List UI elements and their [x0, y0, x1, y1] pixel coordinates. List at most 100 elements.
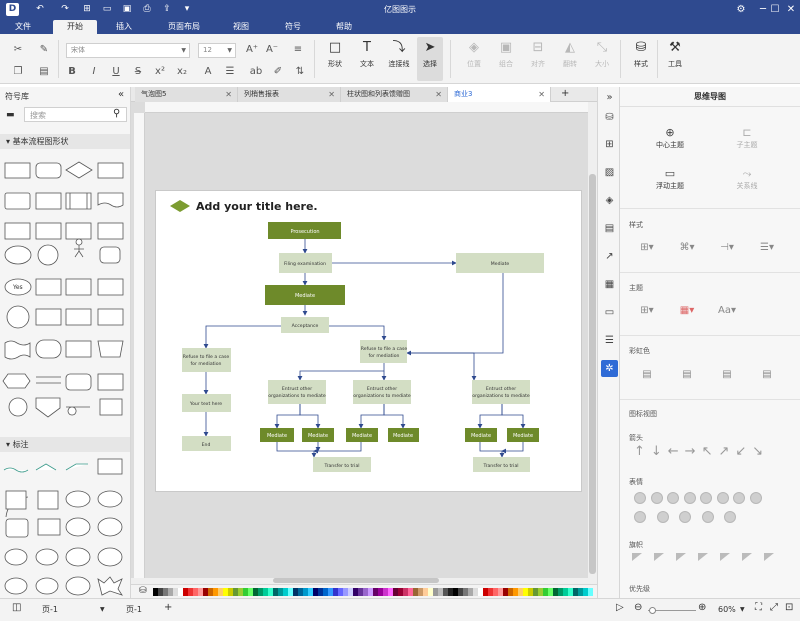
align-button[interactable]: ⊟对齐	[525, 37, 551, 81]
color-swatch[interactable]	[348, 588, 353, 596]
minimize-icon[interactable]: ─	[759, 4, 767, 15]
collapse-icon[interactable]: «	[118, 89, 125, 100]
color-swatch[interactable]	[498, 588, 503, 596]
color-swatch[interactable]	[508, 588, 513, 596]
fit-width-icon[interactable]: ⊡	[785, 602, 794, 613]
presentation-icon[interactable]: ▭	[604, 307, 615, 318]
zoom-in-icon[interactable]: ⊕	[698, 602, 707, 613]
color-swatch[interactable]	[183, 588, 188, 596]
font-family-select[interactable]: 宋体▼	[66, 43, 190, 58]
rainbow-option-4-icon[interactable]: ▤	[762, 369, 772, 380]
color-swatch[interactable]	[538, 588, 543, 596]
emoji-face-icon[interactable]	[716, 492, 729, 504]
maximize-icon[interactable]: ☐	[770, 4, 780, 15]
sub-topic-button[interactable]: ⊏子主题	[717, 125, 777, 150]
relation-line-button[interactable]: ⤳关系线	[717, 166, 777, 191]
superscript-icon[interactable]: x²	[155, 66, 165, 77]
zoom-slider-handle[interactable]	[649, 607, 656, 614]
central-topic-button[interactable]: ⊕中心主题	[640, 125, 700, 150]
arrow-icons[interactable]: ↑↓←→↖↗↙↘	[634, 444, 770, 459]
color-swatch[interactable]	[293, 588, 298, 596]
emoji-face-icon[interactable]	[634, 492, 646, 504]
color-swatch[interactable]	[383, 588, 388, 596]
node-entrust-3[interactable]	[472, 380, 530, 404]
color-swatch[interactable]	[563, 588, 568, 596]
node-filing-examination[interactable]	[279, 253, 332, 273]
doc-tab-business[interactable]: 商业3✕	[448, 87, 551, 102]
node-mediate-4[interactable]	[388, 428, 419, 442]
copy-icon[interactable]: ❐	[13, 66, 23, 77]
color-swatch[interactable]	[518, 588, 523, 596]
image-icon[interactable]: ▨	[604, 167, 615, 178]
open-folder-icon[interactable]: ▭	[102, 4, 112, 14]
emoji-face-icon[interactable]	[700, 492, 712, 504]
save-icon[interactable]: ▣	[122, 4, 132, 14]
color-swatch[interactable]	[423, 588, 428, 596]
node-mediate-2[interactable]	[302, 428, 334, 442]
cut-icon[interactable]: ✂	[13, 44, 23, 55]
font-theme-icon[interactable]: Aa▾	[718, 305, 736, 316]
emoji-face-icon[interactable]	[650, 492, 663, 504]
color-swatch[interactable]	[583, 588, 588, 596]
page-selector[interactable]: 页-1	[42, 605, 58, 614]
page-icon[interactable]: ▤	[604, 223, 615, 234]
node-entrust-2[interactable]	[353, 380, 411, 404]
color-swatch[interactable]	[208, 588, 213, 596]
color-swatch[interactable]	[473, 588, 478, 596]
node-transfer-2[interactable]	[473, 457, 530, 472]
emoji-face-icon[interactable]	[656, 511, 669, 523]
node-end[interactable]	[182, 436, 231, 451]
color-swatch[interactable]	[363, 588, 368, 596]
paste-icon[interactable]: ▤	[39, 66, 49, 77]
font-size-select[interactable]: 12▼	[198, 43, 236, 58]
color-swatch[interactable]	[163, 588, 168, 596]
color-swatch[interactable]	[478, 588, 483, 596]
bullets-icon[interactable]: ☰	[225, 66, 235, 77]
layers-icon[interactable]: ◈	[605, 195, 614, 206]
color-swatch[interactable]	[453, 588, 458, 596]
page-tab[interactable]: 页-1	[126, 605, 142, 614]
doc-tab-bubble[interactable]: 气泡图5✕	[135, 87, 238, 102]
color-swatch[interactable]	[193, 588, 198, 596]
more-icon[interactable]: ▾	[184, 4, 190, 14]
emoji-face-icon[interactable]	[634, 511, 646, 523]
node-refuse-right[interactable]	[360, 340, 407, 363]
emoji-face-icon[interactable]	[679, 511, 691, 523]
emoji-face-icon[interactable]	[683, 492, 696, 504]
color-swatch[interactable]	[238, 588, 243, 596]
section-basic-flowchart[interactable]: ▾ 基本流程图形状	[0, 134, 130, 149]
size-button[interactable]: ⤡大小	[589, 37, 615, 81]
node-mediate-main[interactable]	[265, 285, 345, 305]
node-entrust-1[interactable]	[268, 380, 326, 404]
color-swatch[interactable]	[223, 588, 228, 596]
color-swatch[interactable]	[303, 588, 308, 596]
play-icon[interactable]: ▷	[616, 602, 624, 613]
layout-icon[interactable]: ⊞▾	[640, 242, 654, 253]
color-swatch[interactable]	[278, 588, 283, 596]
close-icon[interactable]: ✕	[328, 90, 335, 99]
color-swatch[interactable]	[308, 588, 313, 596]
color-swatch[interactable]	[523, 588, 528, 596]
diagram-page[interactable]: Add your title here.	[155, 190, 582, 492]
flowchart-diagram[interactable]: Add your title here.	[156, 191, 583, 493]
color-swatch[interactable]	[188, 588, 193, 596]
color-swatch[interactable]	[573, 588, 578, 596]
color-swatch[interactable]	[553, 588, 558, 596]
undo-icon[interactable]: ↶	[36, 4, 44, 14]
emoji-face-icon[interactable]	[733, 492, 745, 504]
horizontal-scrollbar[interactable]	[131, 578, 588, 584]
color-palette[interactable]: ⛁	[131, 584, 597, 598]
zoom-slider[interactable]	[648, 610, 696, 611]
color-swatch[interactable]	[343, 588, 348, 596]
new-file-icon[interactable]: ⊞	[83, 4, 91, 14]
color-swatch[interactable]	[488, 588, 493, 596]
grid-icon[interactable]: ⊞	[605, 139, 614, 150]
redo-icon[interactable]: ↷	[61, 4, 69, 14]
position-button[interactable]: ◈位置	[461, 37, 487, 81]
color-swatch[interactable]	[173, 588, 178, 596]
color-swatch[interactable]	[403, 588, 408, 596]
style-button[interactable]: ⛁样式	[628, 37, 654, 81]
group-button[interactable]: ▣组合	[493, 37, 519, 81]
increase-font-icon[interactable]: A⁺	[245, 44, 259, 55]
